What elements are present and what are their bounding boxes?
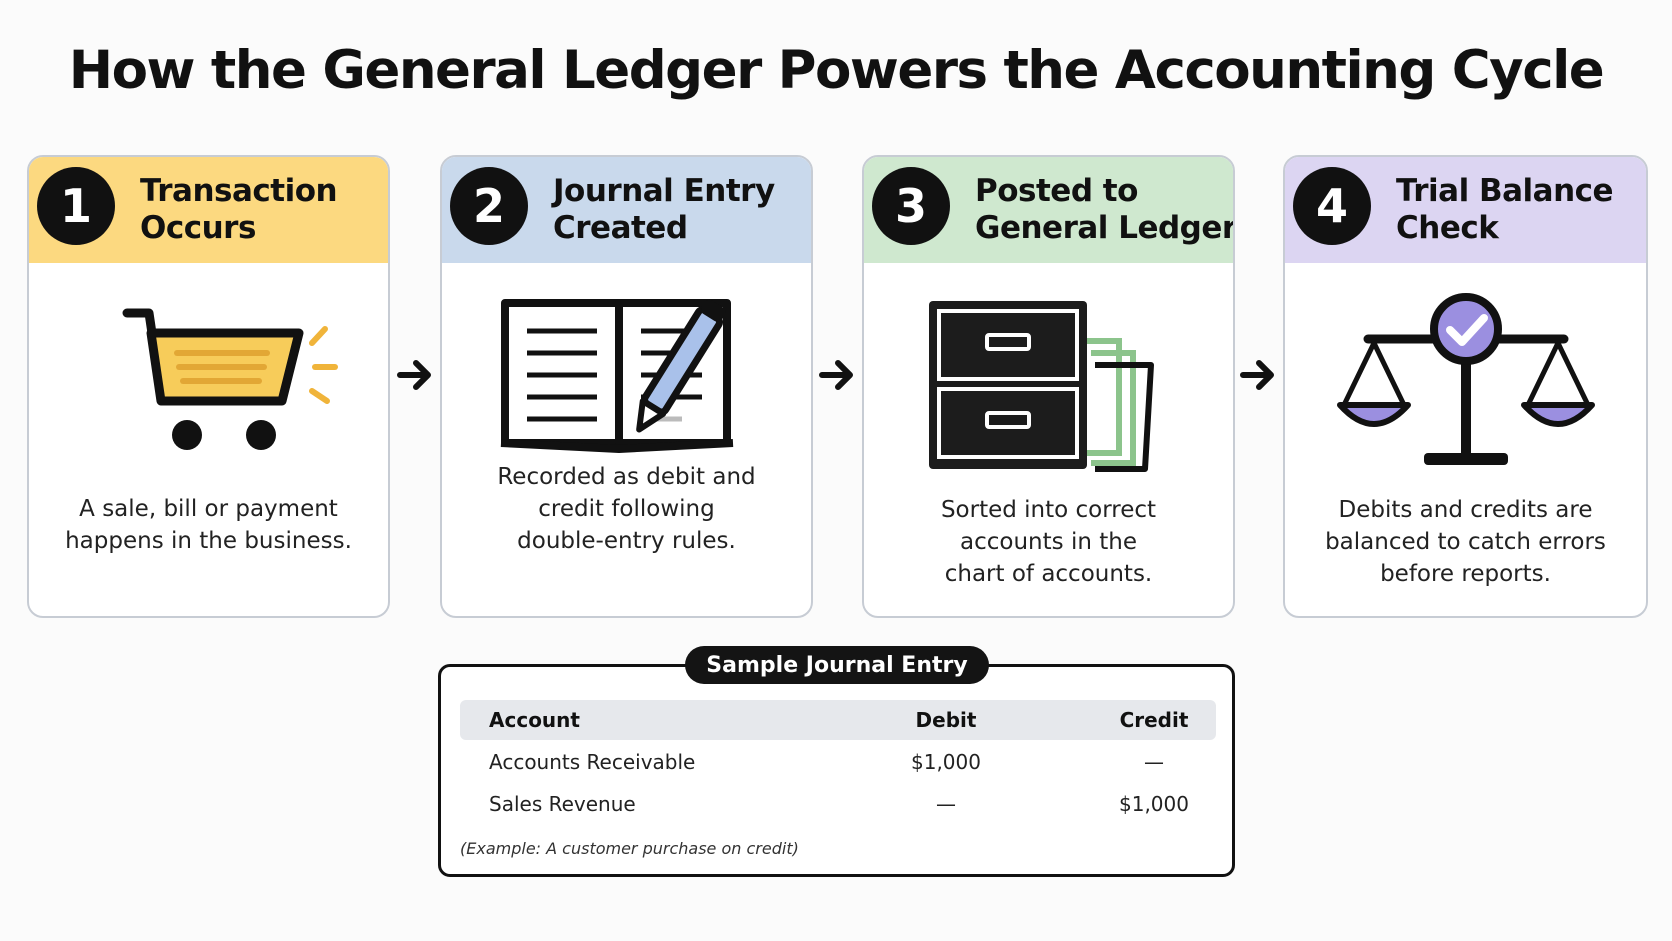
step-card-header: 4 Trial Balance Check bbox=[1285, 157, 1646, 263]
step-title: Posted to General Ledger bbox=[975, 173, 1235, 246]
step-number-badge: 2 bbox=[450, 167, 528, 245]
table-cell-credit: $1,000 bbox=[1119, 792, 1189, 816]
step-card-header: 1 Transaction Occurs bbox=[29, 157, 388, 263]
filing-cabinet-icon bbox=[928, 301, 1154, 472]
column-header-account: Account bbox=[489, 708, 580, 732]
table-header-row bbox=[460, 700, 1216, 740]
step-card-3: 3 Posted to General Ledger Sorted into c… bbox=[862, 155, 1235, 618]
step-card-2: 2 Journal Entry Created Recorded as debi… bbox=[440, 155, 813, 618]
column-header-debit: Debit bbox=[915, 708, 977, 732]
step-card-header: 2 Journal Entry Created bbox=[442, 157, 811, 263]
step-description: Recorded as debit and credit following d… bbox=[497, 464, 756, 554]
arrow-right-icon bbox=[819, 360, 853, 390]
page-title: How the General Ledger Powers the Accoun… bbox=[68, 40, 1605, 101]
step-title: Trial Balance Check bbox=[1396, 173, 1614, 246]
step-card-1: 1 Transaction Occurs A sale, bill or pay… bbox=[27, 155, 390, 618]
sample-journal-entry-label: Sample Journal Entry bbox=[685, 646, 989, 684]
step-title: Journal Entry Created bbox=[553, 173, 775, 246]
step-description: Sorted into correct accounts in the char… bbox=[940, 497, 1157, 587]
step-card-4: 4 Trial Balance Check Debits and credits… bbox=[1283, 155, 1648, 618]
step-description: A sale, bill or payment happens in the b… bbox=[65, 496, 352, 554]
journal-pen-icon bbox=[500, 299, 733, 453]
table-cell-credit: — bbox=[1144, 750, 1164, 774]
step-title: Transaction Occurs bbox=[140, 173, 338, 246]
step-number-badge: 4 bbox=[1293, 167, 1371, 245]
table-cell-debit: — bbox=[936, 792, 956, 816]
example-note: (Example: A customer purchase on credit) bbox=[460, 839, 799, 858]
step-number-badge: 3 bbox=[872, 167, 950, 245]
balance-scale-icon bbox=[1336, 293, 1595, 465]
table-cell-account: Sales Revenue bbox=[489, 792, 636, 816]
table-cell-account: Accounts Receivable bbox=[489, 750, 696, 774]
step-description: Debits and credits are balanced to catch… bbox=[1325, 497, 1606, 587]
shopping-cart-icon bbox=[122, 308, 338, 450]
column-header-credit: Credit bbox=[1119, 708, 1189, 732]
arrow-right-icon bbox=[1240, 360, 1274, 390]
arrow-right-icon bbox=[397, 360, 431, 390]
table-cell-debit: $1,000 bbox=[911, 750, 981, 774]
step-number-badge: 1 bbox=[37, 167, 115, 245]
sample-journal-entry-table: Account Debit Credit Accounts Receivable… bbox=[438, 664, 1235, 877]
step-card-header: 3 Posted to General Ledger bbox=[864, 157, 1235, 263]
